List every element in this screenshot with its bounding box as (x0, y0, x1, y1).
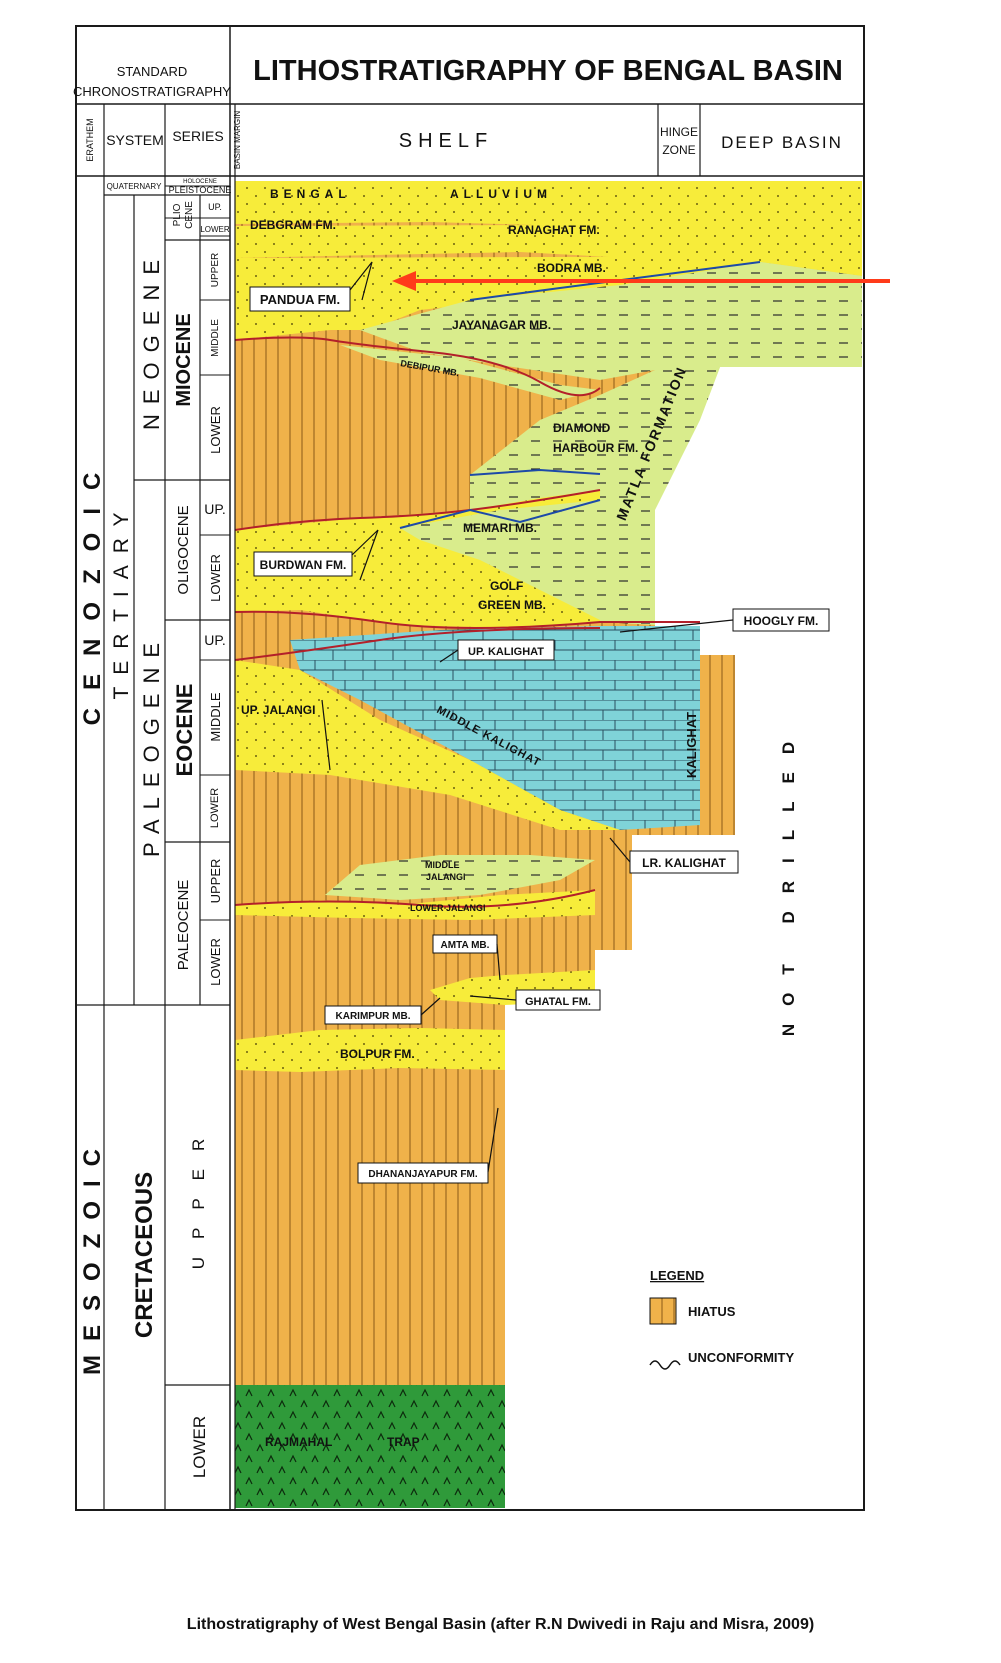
bolpur-sand (235, 1028, 505, 1072)
sub-mio-middle: MIDDLE (210, 319, 221, 357)
sub-eo-middle: MIDDLE (208, 692, 223, 741)
system-tertiary: TERTIARY (110, 500, 133, 699)
sub-eo-lower: LOWER (209, 788, 221, 828)
legend-unconformity-icon (649, 1360, 681, 1370)
label-up-jalangi: UP. JALANGI (241, 703, 315, 717)
label-ranaghat: RANAGHAT FM. (508, 223, 600, 237)
header-system: SYSTEM (106, 132, 164, 148)
series-pliocene-b: CENE (184, 201, 195, 229)
series-miocene: MIOCENE (173, 313, 195, 406)
header-standard: STANDARD (117, 64, 188, 79)
header-shelf: SHELF (399, 130, 493, 152)
header-hinge: HINGE (660, 125, 698, 139)
system-cretaceous: CRETACEOUS (131, 1172, 158, 1338)
series-oligocene: OLIGOCENE (175, 505, 192, 594)
header-zone: ZONE (662, 143, 695, 157)
series-pliocene-a: PLIO (172, 203, 183, 226)
label-ghatal: GHATAL FM. (525, 996, 591, 1008)
kalighat-limestone (290, 626, 700, 830)
label-middle-jalangi-a: MIDDLE (425, 860, 460, 870)
sub-mio-upper: UPPER (210, 253, 221, 287)
pandua-sand (235, 256, 862, 340)
label-burdwan: BURDWAN FM. (260, 558, 347, 572)
legend-hiatus-swatch (649, 1297, 677, 1325)
erathem-mesozoic: MESOZOIC (79, 1135, 106, 1375)
series-holocene: HOLOCENE (183, 179, 217, 185)
label-lr-kalighat: LR. KALIGHAT (642, 856, 726, 870)
label-up-kalighat: UP. KALIGHAT (468, 646, 544, 658)
header-series: SERIES (172, 128, 223, 144)
boxed-labels: PANDUA FM. BURDWAN FM. HOOGLY FM. UP. KA… (249, 286, 830, 1184)
sub-eo-up: UP. (204, 632, 226, 648)
header-chrono: CHRONOSTRATIGRAPHY (73, 84, 231, 99)
legend-title: LEGEND (650, 1268, 704, 1283)
label-hoogly: HOOGLY FM. (744, 614, 819, 628)
bengal-alluvium (235, 181, 862, 228)
matla-shale (600, 262, 862, 625)
label-green: GREEN MB. (478, 598, 546, 612)
sub-paleo-lower: LOWER (208, 938, 223, 986)
label-debgram: DEBGRAM FM. (250, 218, 336, 232)
sub-paleo-upper: UPPER (208, 859, 223, 904)
highlight-arrow (392, 271, 890, 291)
label-lower-jalangi: LOWER JALANGI (410, 903, 486, 913)
debipur-shale (340, 345, 600, 400)
label-kalighat: KALIGHAT (684, 712, 699, 778)
chart-title: LITHOSTRATIGRAPHY OF BENGAL BASIN (253, 55, 843, 87)
ranaghat-band (235, 224, 862, 262)
label-trap: TRAP (387, 1435, 420, 1449)
sub-oligo-up: UP. (204, 501, 226, 517)
series-paleocene: PALEOCENE (175, 880, 192, 971)
label-dhananjayapur: DHANANJAYAPUR FM. (368, 1169, 477, 1180)
header-basin-margin: BASIN MARGIN (233, 111, 242, 169)
label-not-drilled: NOT DRILLED (779, 724, 798, 1036)
header-deep-basin: DEEP BASIN (721, 133, 843, 152)
sub-plio-lower: LOWER (200, 225, 230, 234)
label-rajmahal: RAJMAHAL (265, 1435, 332, 1449)
series-eocene: EOCENE (172, 684, 197, 777)
label-bodra: BODRA MB. (537, 261, 606, 275)
middle-jalangi (325, 855, 595, 900)
sub-mio-lower: LOWER (208, 406, 223, 454)
header-erathem: ERATHEM (85, 118, 95, 161)
series-cretaceous-upper: UPPER (189, 1121, 208, 1270)
label-diamond: DIAMOND (553, 421, 611, 435)
label-jayanagar: JAYANAGAR MB. (452, 318, 551, 332)
legend-unconformity: UNCONFORMITY (688, 1350, 794, 1365)
legend-hiatus: HIATUS (688, 1304, 736, 1319)
system-quaternary: QUATERNARY (107, 182, 162, 191)
label-pandua: PANDUA FM. (260, 292, 340, 307)
system-neogene: NEOGENE (139, 250, 164, 430)
label-karimpur: KARIMPUR MB. (336, 1011, 411, 1022)
label-memari: MEMARI MB. (463, 521, 537, 535)
table-frame (75, 25, 865, 1511)
legend: LEGEND HIATUS UNCONFORMITY (649, 1268, 794, 1370)
sub-oligo-lower: LOWER (208, 554, 223, 602)
figure-caption: Lithostratigraphy of West Bengal Basin (… (186, 1616, 815, 1633)
label-bengal: BENGAL (270, 187, 351, 201)
label-alluvium: ALLUVIUM (450, 187, 552, 201)
up-jalangi-sand (235, 660, 620, 830)
rajmahal-trap (235, 1385, 505, 1508)
series-cretaceous-lower: LOWER (190, 1416, 209, 1478)
label-amta: AMTA MB. (441, 940, 490, 951)
series-pleistocene: PLEISTOCENE (169, 185, 232, 195)
sub-plio-up: UP. (208, 202, 222, 212)
unconformity-lines (234, 261, 761, 908)
memari-shale (400, 500, 600, 620)
label-middle-jalangi-b: JALANGI (426, 872, 466, 882)
erathem-cenozoic: CENOZOIC (79, 455, 106, 726)
system-paleogene: PALEOGENE (139, 633, 164, 857)
label-bolpur: BOLPUR FM. (340, 1047, 415, 1061)
label-harbour: HARBOUR FM. (553, 441, 638, 455)
label-golf: GOLF (490, 579, 523, 593)
leader-lines (321, 261, 734, 1173)
